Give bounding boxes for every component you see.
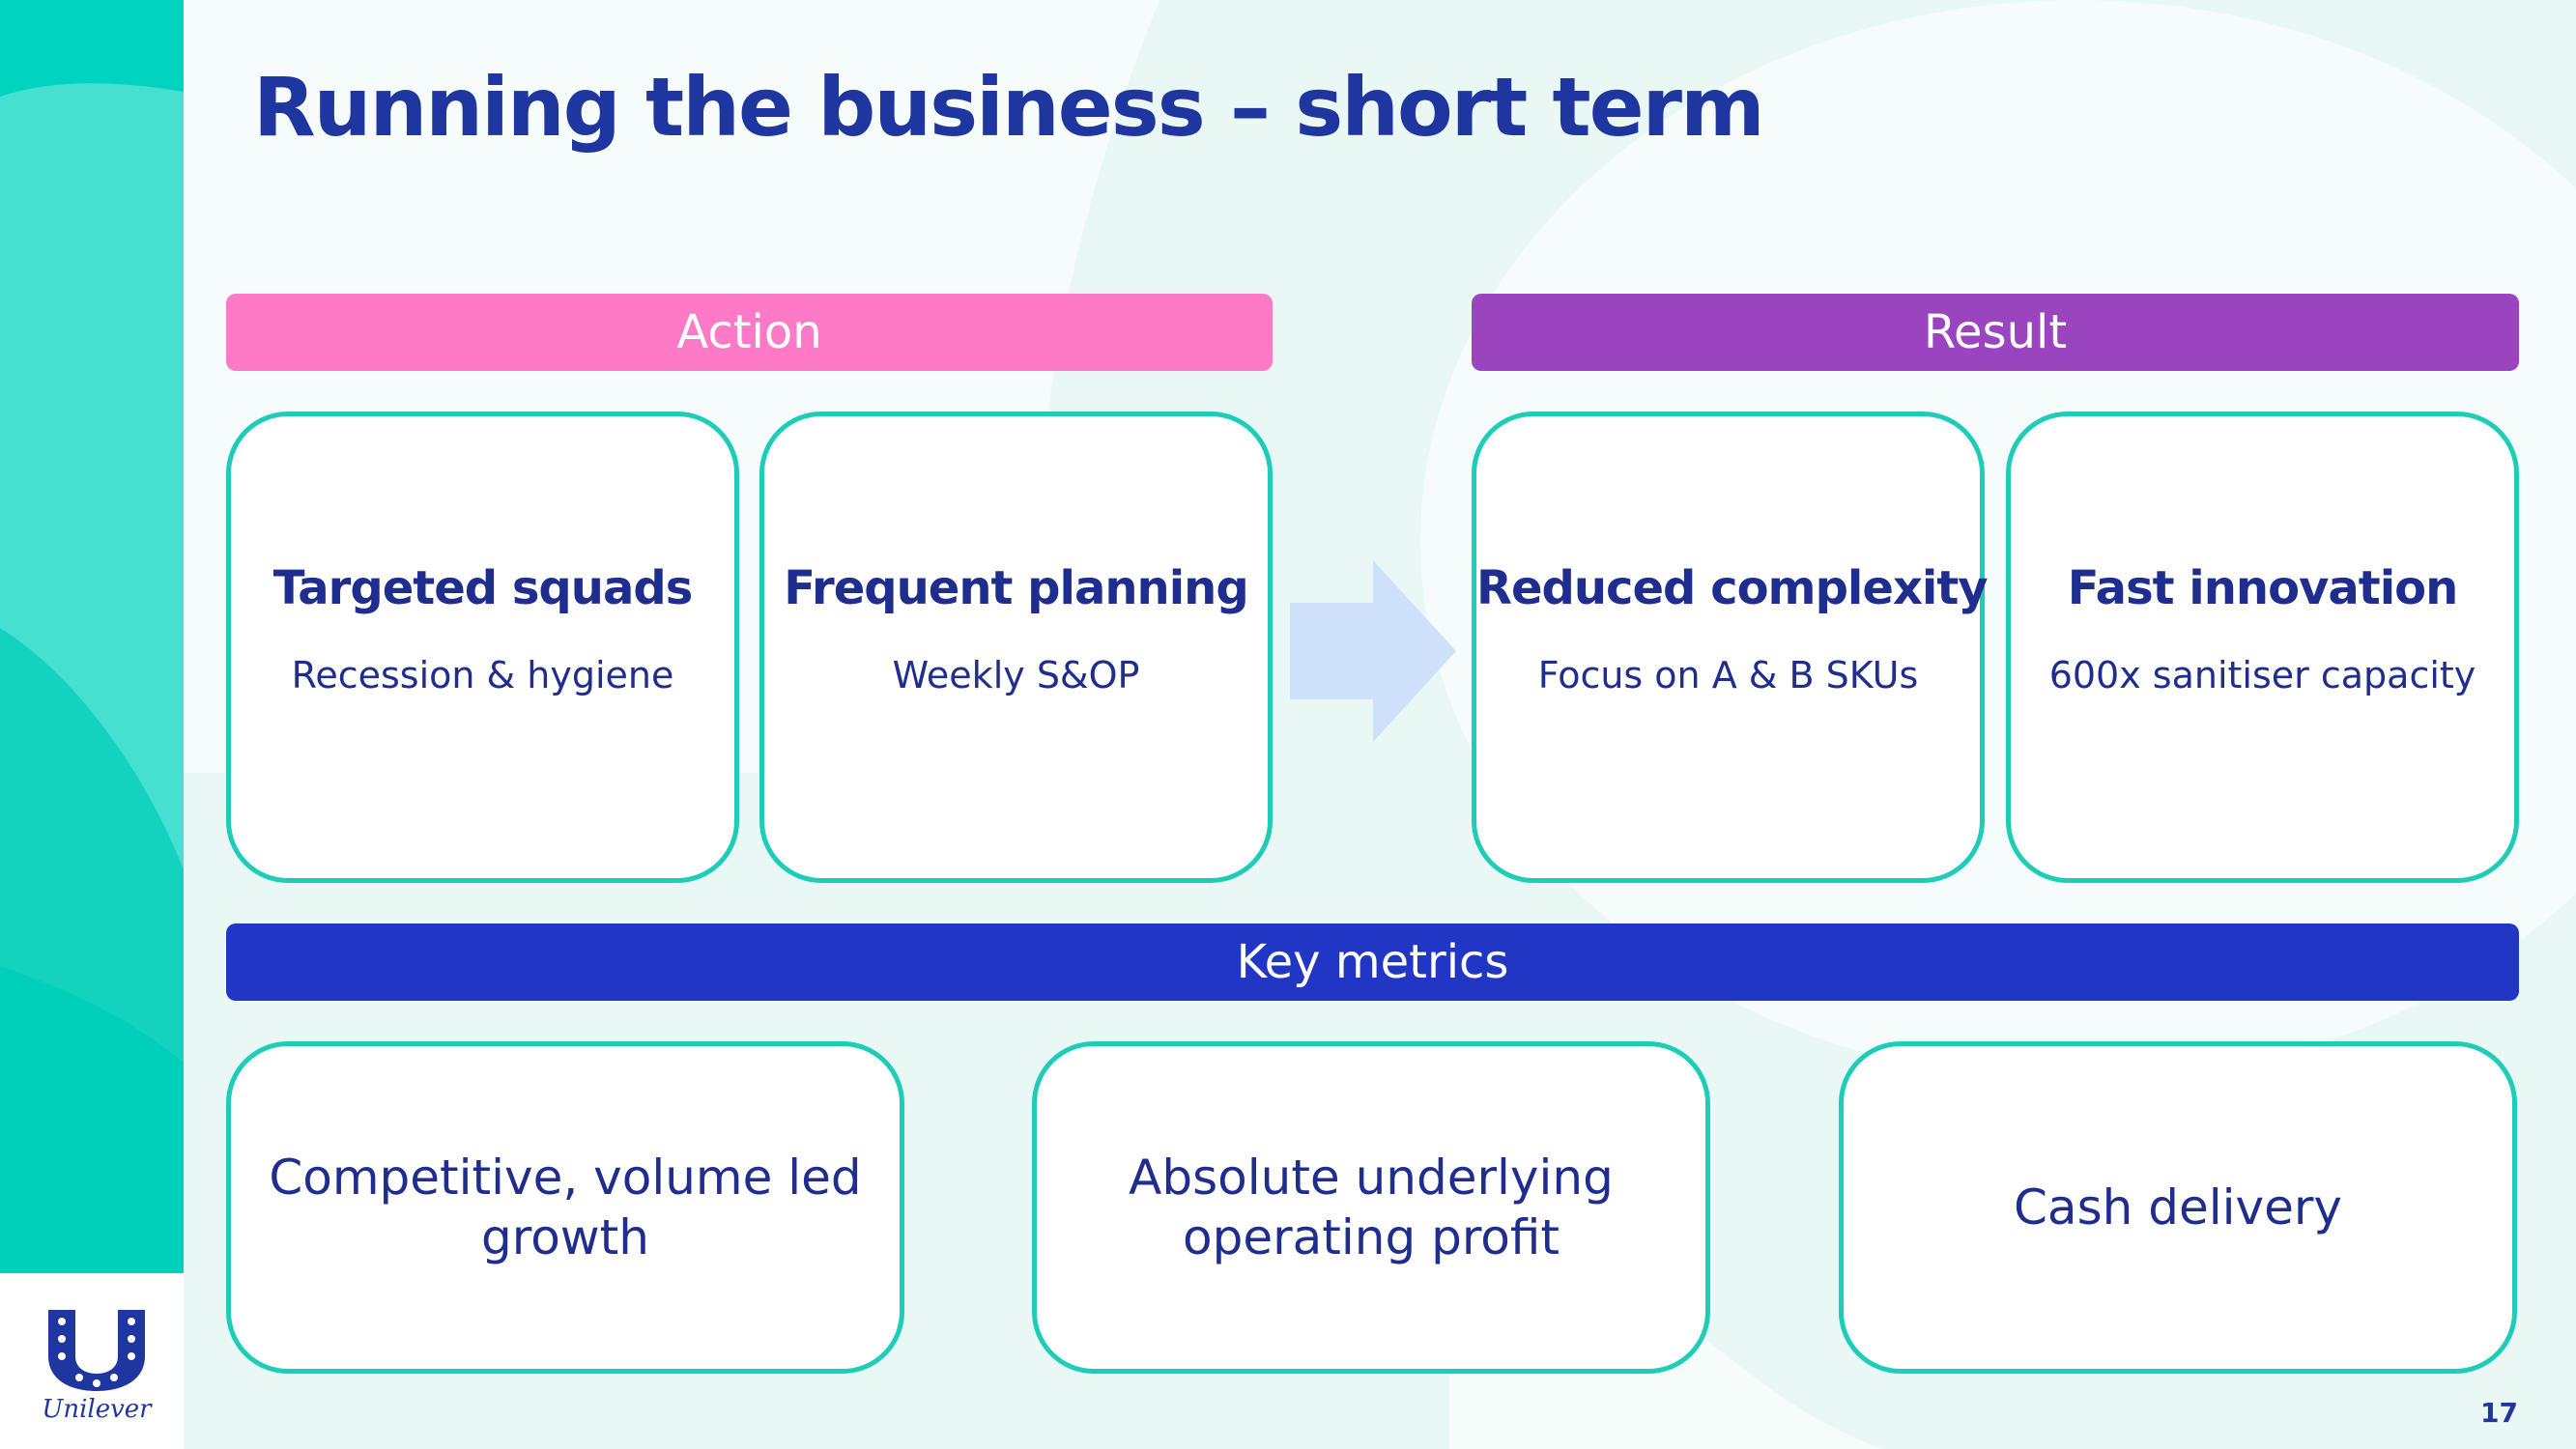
- page-number: 17: [2480, 1397, 2518, 1429]
- card-title: Fast innovation: [2067, 561, 2459, 615]
- slide-title: Running the business – short term: [253, 60, 1765, 155]
- card-title: Frequent planning: [784, 561, 1248, 615]
- result-card-reduced-complexity: Reduced complexity Focus on A & B SKUs: [1472, 412, 1989, 883]
- card-subtitle: Weekly S&OP: [892, 654, 1140, 696]
- card-title: Reduced complexity: [1476, 561, 1989, 615]
- metric-card-cash-delivery: Cash delivery: [1839, 1041, 2517, 1374]
- right-arrow-icon: [1290, 560, 1456, 742]
- card-subtitle: Recession & hygiene: [291, 654, 674, 696]
- action-card-frequent-planning: Frequent planning Weekly S&OP: [759, 412, 1273, 883]
- action-card-targeted-squads: Targeted squads Recession & hygiene: [226, 412, 739, 883]
- result-header-label: Result: [1923, 305, 2068, 359]
- result-card-fast-innovation: Fast innovation 600x sanitiser capacity: [2006, 412, 2519, 883]
- card-title: Targeted squads: [272, 561, 694, 615]
- result-header-bar: Result: [1472, 294, 2519, 371]
- metric-text: Cash delivery: [2014, 1179, 2342, 1236]
- card-subtitle: Focus on A & B SKUs: [1537, 654, 1919, 696]
- key-metrics-header-label: Key metrics: [1236, 935, 1509, 989]
- action-header-label: Action: [676, 305, 822, 359]
- key-metrics-header-bar: Key metrics: [226, 923, 2519, 1001]
- metric-text: Competitive, volume led growth: [269, 1150, 862, 1265]
- metric-card-growth: Competitive, volume led growth: [226, 1041, 904, 1374]
- card-subtitle: 600x sanitiser capacity: [2048, 654, 2476, 696]
- metric-text: Absolute underlying operating profit: [1129, 1150, 1614, 1265]
- unilever-u-icon: [48, 1310, 145, 1391]
- unilever-wordmark: Unilever: [42, 1395, 152, 1424]
- action-header-bar: Action: [226, 294, 1273, 371]
- metric-card-operating-profit: Absolute underlying operating profit: [1032, 1041, 1710, 1374]
